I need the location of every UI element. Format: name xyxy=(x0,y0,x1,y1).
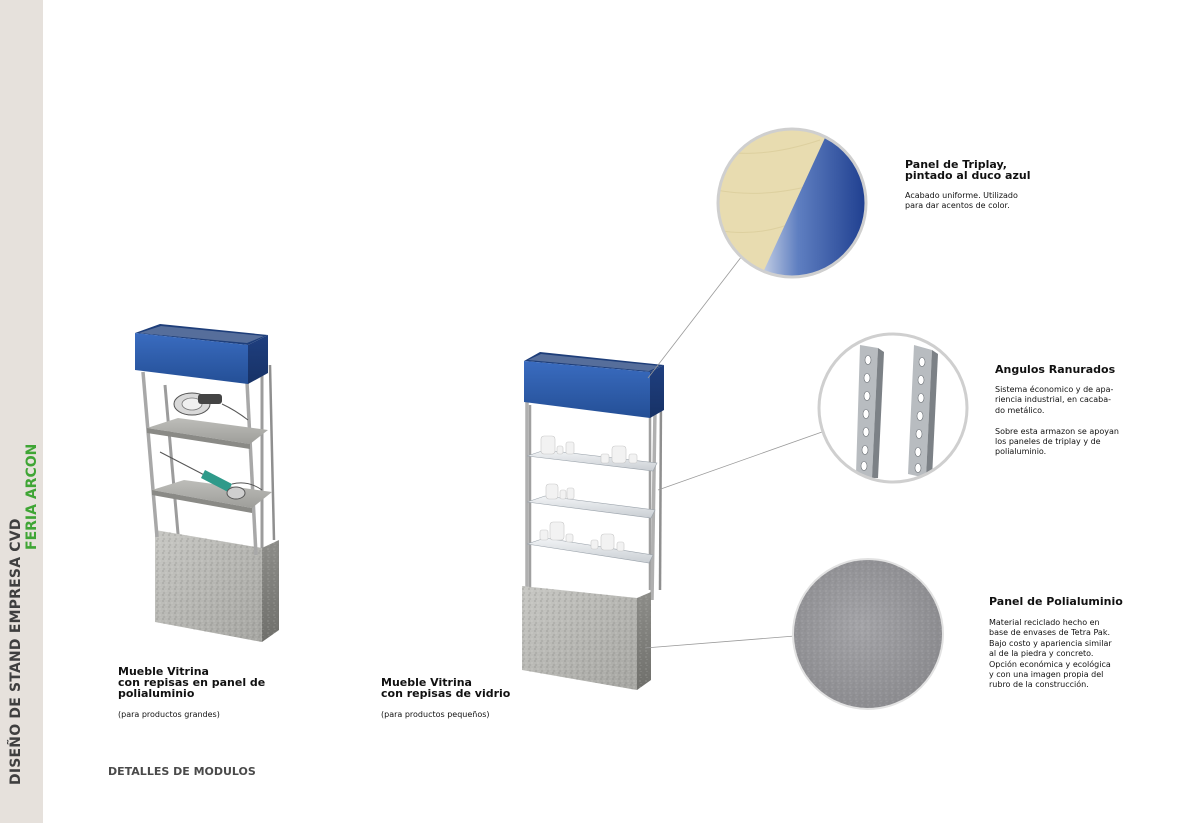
polyaluminum-body-line: Material reciclado hecho en xyxy=(989,618,1100,627)
angles-body-line: do metálico. xyxy=(995,405,1045,415)
angles-body-line: Sistema économico y de apa- xyxy=(995,385,1114,394)
angles-body: Sistema économico y de apa- riencia indu… xyxy=(995,385,1119,458)
footer-label: DETALLES DE MODULOS xyxy=(108,765,256,778)
triplay-body-line: Acabado uniforme. Utilizado xyxy=(905,191,1018,200)
product-cylinders xyxy=(539,435,638,552)
angles-body-line: los paneles de triplay y de xyxy=(995,437,1101,447)
angles-body-line: polialuminio. xyxy=(995,447,1047,457)
triplay-body-line: para dar acentos de color. xyxy=(905,201,1010,211)
module-1-caption: Mueble Vitrina con repisas en panel de p… xyxy=(118,666,268,720)
polyaluminum-body-line: base de envases de Tetra Pak. xyxy=(989,628,1110,638)
sidebar xyxy=(0,0,43,823)
polyaluminum-body: Material reciclado hecho en base de enva… xyxy=(989,618,1112,691)
triplay-title: Panel de Triplay, pintado al duco azul xyxy=(905,159,1030,181)
module-2-caption: Mueble Vitrina con repisas de vidrio (pa… xyxy=(381,677,541,720)
triplay-body: Acabado uniforme. Utilizado para dar ace… xyxy=(905,191,1018,212)
module-1-line3: polialuminio xyxy=(118,687,195,700)
polyaluminum-body-line: al de la piedra y concreto. xyxy=(989,649,1094,659)
module-1-cabinet xyxy=(135,324,279,642)
polyaluminum-body-line: Bajo costo y apariencia similar xyxy=(989,638,1112,648)
triplay-title-line1: Panel de Triplay, xyxy=(905,158,1007,171)
module-2-note: (para productos pequeños) xyxy=(381,710,490,719)
circular-saw-icon xyxy=(173,392,249,421)
polyaluminum-title: Panel de Polialuminio xyxy=(989,595,1123,608)
module-1-line2: con repisas en panel de xyxy=(118,676,266,689)
triplay-title-line2: pintado al duco azul xyxy=(905,169,1031,182)
triplay-detail-circle xyxy=(716,127,868,279)
polyaluminum-detail-circle xyxy=(792,558,944,710)
module-1-note: (para productos grandes) xyxy=(118,710,220,719)
angles-title: Angulos Ranurados xyxy=(995,363,1116,376)
slotted-angles-detail-circle xyxy=(817,332,969,484)
module-2-cabinet xyxy=(522,352,664,690)
angles-body-line: riencia industrial, en cacaba- xyxy=(995,395,1112,405)
angles-body-line: Sobre esta armazon se apoyan xyxy=(995,426,1119,436)
polyaluminum-body-line: rubro de la construcción. xyxy=(989,680,1089,690)
module-2-line1: Mueble Vitrina xyxy=(381,676,472,689)
polyaluminum-body-line: y con una imagen propia del xyxy=(989,670,1104,680)
angle-grinder-icon xyxy=(159,451,263,500)
module-2-line2: con repisas de vidrio xyxy=(381,687,511,700)
polyaluminum-body-line: Opción económica y ecológica xyxy=(989,659,1111,669)
module-1-line1: Mueble Vitrina xyxy=(118,665,209,678)
angles-body-line xyxy=(995,416,1119,426)
